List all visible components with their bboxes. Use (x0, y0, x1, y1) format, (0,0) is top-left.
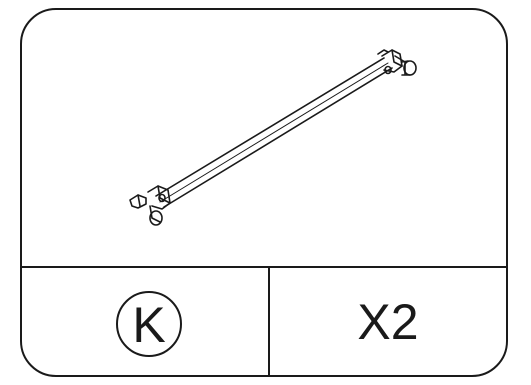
part-quantity: X2 (357, 293, 419, 350)
part-label-letter: K (132, 297, 166, 353)
towel-bar-rod-icon (129, 49, 417, 226)
part-card: K X2 (20, 8, 508, 377)
part-label-badge: K (116, 291, 182, 357)
part-quantity-cell: X2 (270, 268, 506, 375)
part-label-cell: K (22, 268, 270, 375)
part-illustration-panel (22, 10, 506, 268)
